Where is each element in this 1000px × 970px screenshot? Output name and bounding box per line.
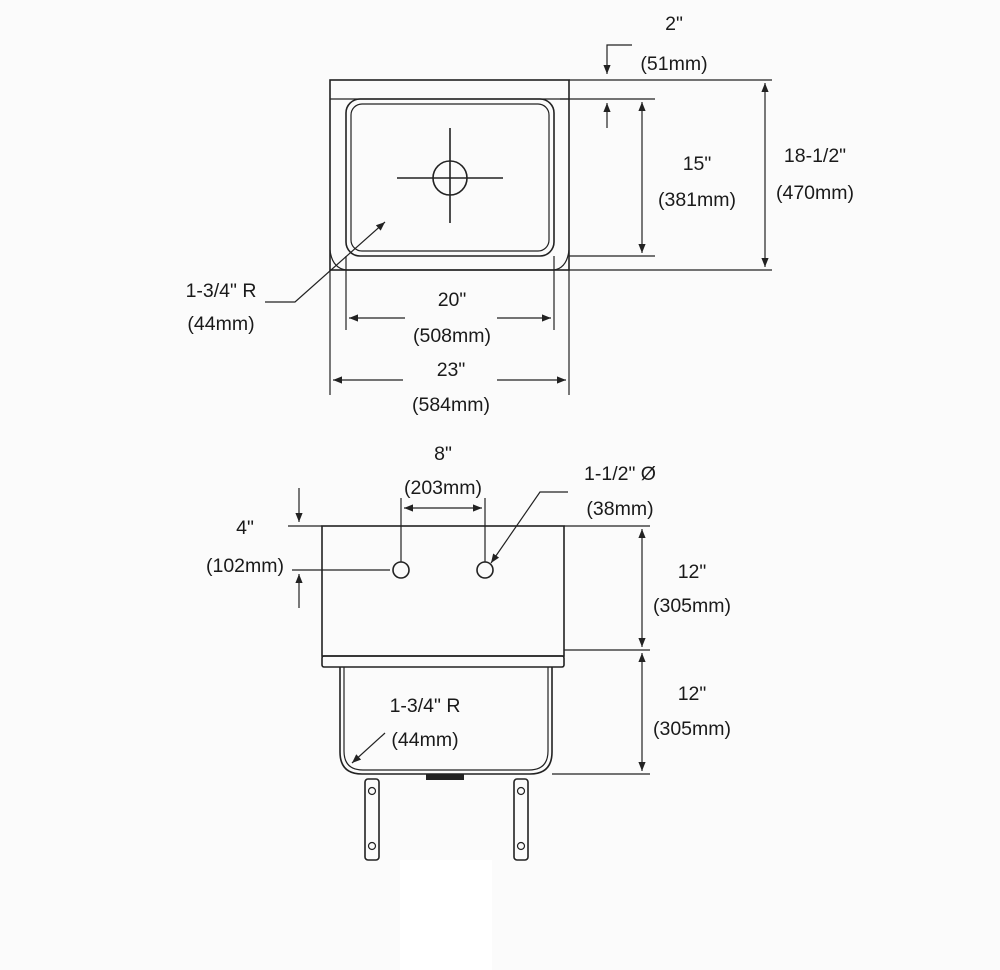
faucet-hole-left-icon — [392, 561, 410, 579]
bowl-width-label: 20" — [438, 289, 467, 311]
faucet-hole-right-icon — [476, 561, 494, 579]
leg-right — [513, 778, 529, 861]
bowl-depth-mm-label: (305mm) — [653, 718, 731, 740]
bowl-outline-inner — [350, 103, 550, 252]
bowl-front-outer — [339, 667, 553, 775]
corner-radius-label: 1-3/4" R — [186, 280, 257, 302]
bowl-radius-mm-label: (44mm) — [391, 729, 458, 751]
hole-height-label: 4" — [236, 517, 254, 539]
overall-width-label: 23" — [437, 359, 466, 381]
floor-highlight — [400, 860, 492, 970]
rim-curve — [329, 249, 570, 271]
lip-height-mm-label: (51mm) — [640, 53, 707, 75]
backsplash-height-label: 12" — [678, 561, 707, 583]
faucet-spacing-mm-label: (203mm) — [404, 477, 482, 499]
lip-height-label: 2" — [665, 13, 683, 35]
backsplash-height-mm-label: (305mm) — [653, 595, 731, 617]
top-view: 2" (51mm) 15" (381mm) 18-1/2" (470mm) 1-… — [186, 13, 854, 416]
bowl-width-mm-label: (508mm) — [413, 325, 491, 347]
hole-diameter-leader — [490, 491, 568, 564]
bowl-front-inner — [343, 667, 549, 771]
backsplash-outline — [321, 525, 565, 657]
leg-left — [364, 778, 380, 861]
bowl-depth-label: 12" — [678, 683, 707, 705]
overall-depth-mm-label: (470mm) — [776, 182, 854, 204]
bowl-radius-label: 1-3/4" R — [390, 695, 461, 717]
front-view: 8" (203mm) 1-1/2" Ø (38mm) 4" (102mm) 12… — [206, 443, 731, 970]
drain-icon — [397, 128, 503, 223]
bowl-length-label: 15" — [683, 153, 712, 175]
bowl-outline-outer — [345, 98, 555, 257]
faucet-spacing-label: 8" — [434, 443, 452, 465]
lip-dimension-arrow-down — [603, 44, 632, 74]
drain-outlet — [426, 774, 464, 780]
overall-depth-label: 18-1/2" — [784, 145, 846, 167]
hole-diameter-label: 1-1/2" Ø — [584, 463, 656, 485]
overall-width-mm-label: (584mm) — [412, 394, 490, 416]
hole-height-mm-label: (102mm) — [206, 555, 284, 577]
rim-outline — [321, 655, 565, 668]
bowl-length-mm-label: (381mm) — [658, 189, 736, 211]
corner-radius-mm-label: (44mm) — [187, 313, 254, 335]
hole-diameter-mm-label: (38mm) — [586, 498, 653, 520]
bowl-radius-leader — [351, 732, 386, 764]
corner-radius-leader — [265, 221, 386, 303]
